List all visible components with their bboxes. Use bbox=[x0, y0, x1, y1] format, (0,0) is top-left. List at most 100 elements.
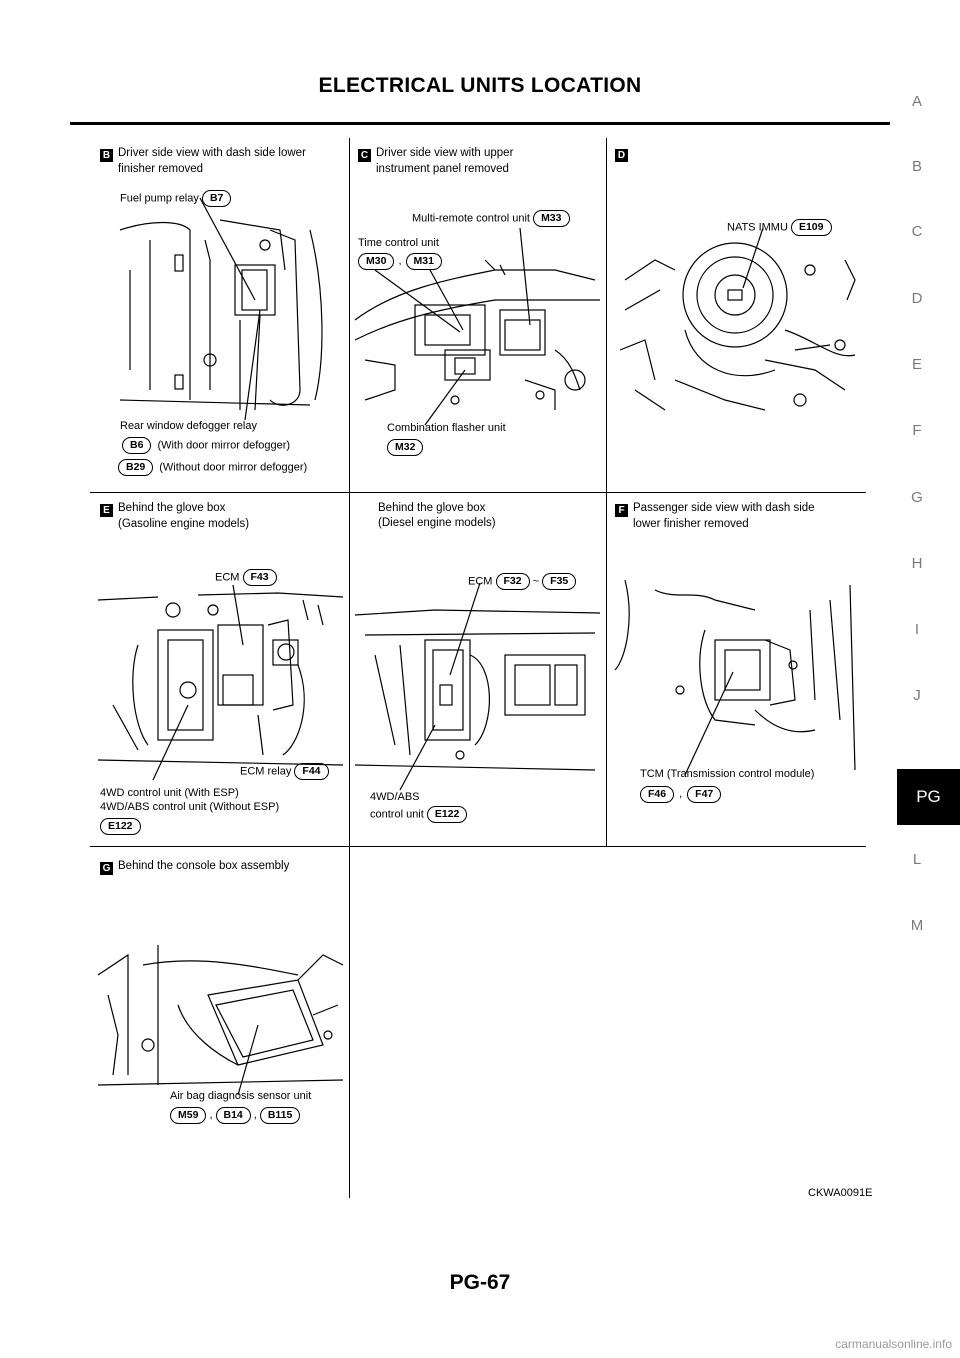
side-index-f[interactable]: F bbox=[912, 422, 922, 439]
side-index-e[interactable]: E bbox=[911, 356, 922, 373]
side-index-g[interactable]: G bbox=[911, 489, 923, 506]
panel-f-line2: lower finisher removed bbox=[633, 518, 749, 530]
without-mirror-defogger-note: (Without door mirror defogger) bbox=[159, 461, 308, 474]
airbag-conn-row: M59,B14,B115 bbox=[170, 1107, 301, 1124]
4wd-abs-label-diesel-2: control unit E122 bbox=[370, 806, 468, 823]
connector-f43: F43 bbox=[242, 569, 277, 586]
time-control-conn-row: M30,M31 bbox=[358, 253, 442, 270]
figure-code: CKWA0091E bbox=[808, 1187, 873, 1199]
tcm-label: TCM (Transmission control module) bbox=[640, 768, 815, 780]
ecm-relay-text: ECM relay bbox=[240, 765, 292, 778]
multi-remote-label: Multi-remote control unit M33 bbox=[412, 210, 570, 227]
4wd-abs-label-diesel-1: 4WD/ABS bbox=[370, 791, 420, 803]
fuel-pump-relay-label: Fuel pump relay B7 bbox=[120, 190, 232, 207]
panel-c-line2: instrument panel removed bbox=[376, 163, 509, 175]
side-index-b[interactable]: B bbox=[911, 158, 922, 175]
panel-b-line1: Driver side view with dash side lower bbox=[118, 147, 306, 159]
time-control-label: Time control unit bbox=[358, 237, 439, 249]
multi-remote-text: Multi-remote control unit bbox=[412, 212, 530, 225]
panel-b-badge: B bbox=[100, 149, 113, 162]
connector-m31: M31 bbox=[405, 253, 442, 270]
tcm-comma: , bbox=[679, 788, 683, 801]
panel-e-heading: E Behind the glove box (Gasoline engine m… bbox=[100, 501, 249, 532]
panel-e-line2: (Gasoline engine models) bbox=[118, 518, 250, 530]
panel-f-line1: Passenger side view with dash side bbox=[633, 502, 815, 514]
panel-d-heading: D bbox=[615, 146, 633, 162]
connector-b7: B7 bbox=[201, 190, 232, 207]
ecm-range-tilde: ~ bbox=[532, 575, 540, 588]
panel-b-illustration bbox=[119, 197, 323, 421]
side-index-a[interactable]: A bbox=[911, 93, 922, 110]
panel-f-heading: F Passenger side view with dash side lowe… bbox=[615, 501, 815, 532]
ecm-label-diesel: ECM F32 ~ F35 bbox=[468, 573, 577, 590]
panel-e-badge: E bbox=[100, 504, 113, 517]
nats-immu-label: NATS IMMU E109 bbox=[727, 219, 832, 236]
rear-defogger-conn-row-1: B6 (With door mirror defogger) bbox=[122, 437, 290, 454]
watermark: carmanualsonline.info bbox=[835, 1337, 952, 1351]
time-control-comma: , bbox=[398, 255, 402, 268]
panel-e2-line1: Behind the glove box bbox=[378, 502, 486, 514]
panel-e2-heading: Behind the glove box (Diesel engine mode… bbox=[378, 501, 496, 531]
side-index-j[interactable]: J bbox=[913, 687, 921, 704]
connector-f46: F46 bbox=[640, 786, 675, 803]
side-index-c[interactable]: C bbox=[911, 223, 923, 240]
ecm-label-gas: ECM F43 bbox=[215, 569, 277, 586]
grid-hline-1 bbox=[90, 492, 866, 493]
grid-vline-1 bbox=[349, 138, 350, 1198]
connector-b115: B115 bbox=[259, 1107, 301, 1124]
panel-g-badge: G bbox=[100, 862, 113, 875]
side-index-d[interactable]: D bbox=[911, 290, 923, 307]
side-index-m[interactable]: M bbox=[910, 917, 924, 934]
page-number: PG-67 bbox=[449, 1271, 511, 1294]
panel-e-illustration bbox=[97, 584, 344, 781]
rear-defogger-relay-label: Rear window defogger relay bbox=[120, 420, 257, 432]
connector-b6: B6 bbox=[122, 437, 152, 454]
ecm-relay-label: ECM relay F44 bbox=[240, 763, 329, 780]
flasher-conn-row: M32 bbox=[387, 439, 424, 456]
panel-c-line1: Driver side view with upper bbox=[376, 147, 514, 159]
panel-f-badge: F bbox=[615, 504, 628, 517]
panel-c-illustration bbox=[354, 227, 600, 426]
side-index-pg-active[interactable]: PG bbox=[897, 769, 960, 825]
grid-hline-2 bbox=[90, 846, 866, 847]
connector-e122-diesel: E122 bbox=[426, 806, 468, 823]
panel-e2-illustration bbox=[354, 582, 601, 791]
4wd-abs-label-diesel-2-text: control unit bbox=[370, 808, 424, 821]
connector-m32: M32 bbox=[387, 439, 424, 456]
nats-immu-text: NATS IMMU bbox=[727, 221, 788, 234]
4wd-abs-control-unit-label: 4WD/ABS control unit (Without ESP) bbox=[100, 801, 280, 813]
connector-b29: B29 bbox=[118, 459, 154, 476]
connector-m30: M30 bbox=[358, 253, 395, 270]
panel-c-badge: C bbox=[358, 149, 371, 162]
panel-c-heading: C Driver side view with upper instrument … bbox=[358, 146, 513, 177]
panel-g-heading: G Behind the console box assembly bbox=[100, 859, 289, 875]
panel-e-line1: Behind the glove box bbox=[118, 502, 226, 514]
page-title: ELECTRICAL UNITS LOCATION bbox=[318, 74, 642, 97]
airbag-unit-label: Air bag diagnosis sensor unit bbox=[170, 1090, 312, 1102]
4wd-conn-row: E122 bbox=[100, 818, 141, 835]
4wd-control-unit-label: 4WD control unit (With ESP) bbox=[100, 787, 239, 799]
side-index-i[interactable]: I bbox=[914, 621, 920, 638]
with-mirror-defogger-note: (With door mirror defogger) bbox=[157, 439, 291, 452]
connector-m59: M59 bbox=[170, 1107, 207, 1124]
ecm-text-diesel: ECM bbox=[468, 575, 493, 588]
flasher-unit-label: Combination flasher unit bbox=[387, 422, 506, 434]
side-index-h[interactable]: H bbox=[911, 555, 923, 572]
side-index-l[interactable]: L bbox=[912, 851, 922, 868]
airbag-comma-2: , bbox=[253, 1109, 257, 1122]
fuel-pump-relay-text: Fuel pump relay bbox=[120, 192, 199, 205]
ecm-text-gas: ECM bbox=[215, 571, 240, 584]
panel-d-illustration bbox=[619, 227, 856, 411]
connector-f35: F35 bbox=[542, 573, 577, 590]
connector-e109: E109 bbox=[790, 219, 832, 236]
connector-f44: F44 bbox=[294, 763, 329, 780]
panel-d-badge: D bbox=[615, 149, 628, 162]
panel-g-illustration bbox=[97, 945, 344, 1096]
rear-defogger-conn-row-2: B29 (Without door mirror defogger) bbox=[118, 459, 307, 476]
panel-e2-line2: (Diesel engine models) bbox=[378, 517, 496, 529]
connector-f47: F47 bbox=[687, 786, 722, 803]
airbag-comma-1: , bbox=[209, 1109, 213, 1122]
panel-g-line1: Behind the console box assembly bbox=[118, 860, 290, 872]
panel-f-illustration bbox=[614, 579, 856, 776]
